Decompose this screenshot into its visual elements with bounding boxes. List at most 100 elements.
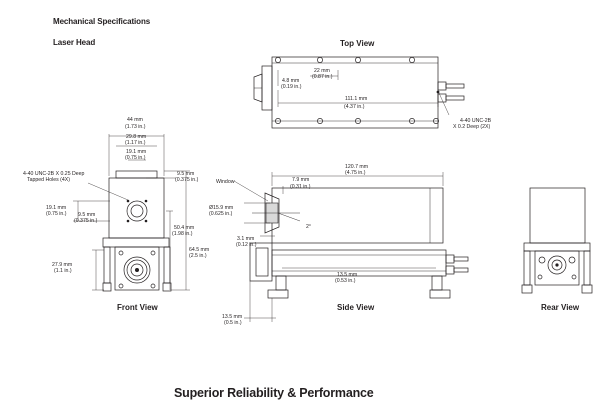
- top-view-body: [271, 56, 439, 129]
- front-view-connector-outer: [123, 256, 151, 284]
- dim-120-7-mm: 120.7 mm: [345, 164, 368, 170]
- dim-13-5-bottom-in: (0.5 in.): [224, 320, 242, 326]
- dim-29-8-in: (1.17 in.): [125, 140, 146, 146]
- dim-44-mm: 44 mm: [127, 117, 143, 123]
- top-view-hole: [275, 57, 281, 63]
- front-view-tapped-hole: [126, 199, 130, 203]
- top-view-connector-pin: [445, 83, 465, 89]
- front-view-screw: [118, 250, 124, 256]
- top-view-hole: [409, 118, 415, 124]
- top-view-hole: [275, 118, 281, 124]
- rear-view-screw: [537, 274, 543, 280]
- dim-64-5-in: (2.5 in.): [189, 253, 207, 259]
- dim-27-9-mm: 27.9 mm: [52, 262, 72, 268]
- side-view-foot-end: [429, 289, 451, 299]
- front-view-connector-pin: [135, 268, 139, 272]
- front-view-upper-housing: [108, 177, 165, 239]
- dim-3-1-in: (0.12 in.): [236, 242, 257, 248]
- dim-44-in: (1.73 in.): [125, 124, 146, 130]
- side-view-lower-body: [271, 249, 447, 277]
- note-4-40-line2: X 0.2 Deep (2X): [453, 124, 490, 130]
- top-view-hole: [317, 118, 323, 124]
- dim-9-5-left-mm: 9.5 mm: [78, 212, 95, 218]
- rear-view-base: [534, 250, 580, 286]
- section-subtitle: Laser Head: [53, 38, 96, 47]
- rear-view-foot: [583, 250, 591, 286]
- front-view-connector-inner: [130, 263, 144, 277]
- dim-15-9-mm: Ø15.9 mm: [209, 205, 233, 211]
- rear-view-port: [568, 256, 576, 264]
- side-view-foot-end: [267, 289, 289, 299]
- leader-line: [438, 92, 450, 116]
- top-view-hole: [355, 57, 361, 63]
- dim-9-5-right-in: (0.375 in.): [175, 177, 199, 183]
- dim-13-5-inner-in: (0.53 in.): [335, 278, 356, 284]
- leader-line: [233, 180, 269, 202]
- rear-view-foot-end: [521, 284, 533, 294]
- dim-27-9-in: (1.1 in.): [54, 268, 72, 274]
- rear-view-foot: [523, 250, 531, 286]
- top-view-hole: [409, 57, 415, 63]
- front-view-tapped-hole: [144, 199, 148, 203]
- footer-tagline: Superior Reliability & Performance: [174, 386, 374, 400]
- dim-4-8-mm: 4.8 mm: [282, 78, 299, 84]
- dim-111-in: (4.37 in.): [344, 104, 365, 110]
- top-view-hole: [355, 118, 361, 124]
- side-view-nose: [264, 192, 280, 234]
- top-view-connector-block: [437, 81, 447, 91]
- top-view-label: Top View: [340, 39, 375, 48]
- side-view-drawing: Side View 120.7 mm (4.75 in.) Window 7.9…: [209, 164, 469, 326]
- front-view-window-outer: [126, 200, 148, 222]
- dim-22-mm: 22 mm: [314, 68, 330, 74]
- side-view-foot: [275, 275, 287, 291]
- side-view-foot: [431, 275, 443, 291]
- side-view-angle-line: [277, 212, 301, 222]
- dim-22-in: (0.87 in.): [312, 74, 333, 80]
- rear-view-port: [538, 256, 546, 264]
- rear-view-foot-end: [581, 284, 593, 294]
- note-tapped-line1: 4-40 UNC-2B X 0.25 Deep: [23, 171, 85, 177]
- top-view-hole: [317, 57, 323, 63]
- rear-view-connector-outer: [547, 255, 567, 275]
- dim-9-5-left-in: (0.375 in.): [74, 218, 98, 224]
- dim-13-5-bottom-mm: 13.5 mm: [222, 314, 242, 320]
- top-view-hole: [433, 118, 439, 124]
- note-tapped-line2: Tapped Holes (4X): [27, 177, 70, 183]
- dim-29-8-mm: 29.8 mm: [126, 134, 146, 140]
- dim-50-4-in: (1.98 in.): [172, 231, 193, 237]
- dim-64-5-mm: 64.5 mm: [189, 247, 209, 253]
- front-view-foot-end: [102, 282, 112, 292]
- dim-15-9-in: (0.625 in.): [209, 211, 233, 217]
- front-view-tapped-hole: [126, 219, 130, 223]
- side-view-rear-connector: [445, 265, 455, 275]
- side-view-front-connector: [255, 247, 269, 277]
- rear-view-label: Rear View: [541, 303, 580, 312]
- front-view-base: [114, 246, 160, 291]
- dim-9-5-right-mm: 9.5 mm: [177, 171, 194, 177]
- side-view-upper-body: [271, 187, 444, 244]
- rear-view-screw: [571, 274, 577, 280]
- dim-7-9-in: (0.31 in.): [290, 184, 311, 190]
- dim-19-1-left-in: (0.75 in.): [46, 211, 67, 217]
- rear-view-connector-pin: [555, 263, 559, 267]
- side-view-front-plate: [249, 242, 273, 282]
- note-4-40-line1: 4-40 UNC-2B: [460, 118, 492, 124]
- front-view-foot-end: [162, 282, 172, 292]
- section-title: Mechanical Specifications: [53, 17, 151, 26]
- side-view-rear-pin: [453, 267, 469, 273]
- rear-view-upper-body: [529, 187, 586, 244]
- dim-3-1-mm: 3.1 mm: [237, 236, 254, 242]
- dim-19-1-top-mm: 19.1 mm: [126, 149, 146, 155]
- front-view-foot: [103, 246, 111, 284]
- top-view-connector-pin: [445, 95, 465, 101]
- front-view-screw: [150, 250, 156, 256]
- front-view-top-cap: [115, 170, 158, 179]
- front-view-screw: [118, 283, 124, 289]
- side-view-label: Side View: [337, 303, 375, 312]
- dim-13-5-inner-mm: 13.5 mm: [337, 272, 357, 278]
- dim-4-8-in: (0.19 in.): [281, 84, 302, 90]
- front-view-drawing: Front View 44 mm (1.73 in.): [23, 117, 209, 312]
- rear-view-flange: [523, 242, 591, 252]
- front-view-window-inner: [130, 204, 144, 218]
